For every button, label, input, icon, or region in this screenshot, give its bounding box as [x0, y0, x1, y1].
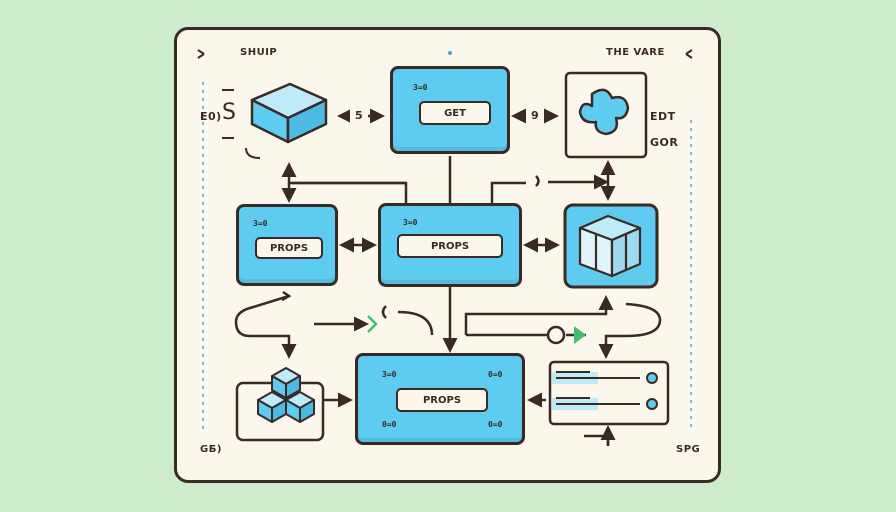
line-props-to-right	[490, 181, 526, 203]
props-bottom-chip-tr: 0=0	[488, 370, 503, 379]
line-props-to-left	[292, 181, 408, 205]
get-node[interactable]: 3=0 GET	[390, 66, 510, 154]
puzzle-plus-icon	[578, 88, 630, 136]
props-bottom-node[interactable]: 3=0 0=0 PROPS 0=0 0=0	[355, 353, 525, 445]
left-dash-marks	[222, 89, 234, 139]
props-left-node[interactable]: 3=0 PROPS	[236, 204, 338, 286]
cube-icon	[250, 82, 328, 144]
props-center-node[interactable]: 3=0 PROPS	[378, 203, 522, 287]
get-pill: GET	[419, 101, 491, 125]
props-left-chip: 3=0	[253, 219, 268, 228]
get-chip: 3=0	[413, 83, 428, 92]
label-bottom-left: GБ)	[200, 444, 222, 455]
label-left-code: E0)	[200, 110, 222, 123]
props-bottom-chip-br: 0=0	[488, 420, 503, 429]
label-gor: GOR	[650, 136, 679, 149]
stacked-cubes-icon	[257, 367, 315, 423]
corner-ticks	[197, 49, 693, 59]
label-left-glyph: S	[222, 100, 237, 125]
props-bottom-chip-tl: 3=0	[382, 370, 397, 379]
label-top-left: SHUIP	[240, 47, 278, 58]
props-center-chip: 3=0	[403, 218, 418, 227]
props-bottom-chip-bl: 0=0	[382, 420, 397, 429]
dashed-guides	[202, 82, 692, 430]
label-edt: EDT	[650, 110, 676, 123]
arrow-number-left: 5	[355, 109, 364, 122]
props-left-pill: PROPS	[255, 237, 323, 259]
props-bottom-pill: PROPS	[396, 388, 488, 412]
props-center-pill: PROPS	[397, 234, 503, 258]
isometric-box-icon	[578, 214, 642, 278]
label-top-right: THE VARE	[606, 47, 665, 58]
label-bottom-right: SPG	[676, 444, 701, 455]
arrow-number-right: 9	[531, 109, 540, 122]
